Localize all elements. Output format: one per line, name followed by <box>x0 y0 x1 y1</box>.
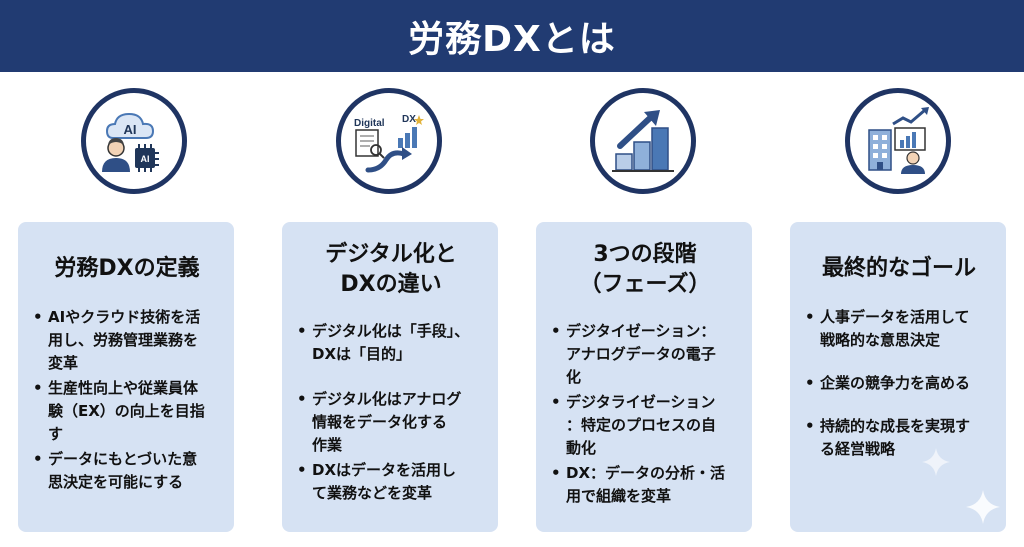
card-final-goal: 最終的なゴール 人事データを活用して 戦略的な意思決定 企業の競争力を高める 持… <box>790 222 1006 532</box>
list-item: デジタル化はアナログ 情報をデータ化する 作業 <box>296 388 486 457</box>
page-title: 労務DXとは <box>408 19 616 60</box>
card-list: AIやクラウド技術を活 用し、労務管理業務を 変革 生産性向上や従業員体 験（E… <box>32 306 222 494</box>
card-title: 最終的なゴール <box>821 256 976 281</box>
card-three-phases: 3つの段階 （フェーズ） デジタイゼーション： アナログデータの電子 化 デジタ… <box>536 222 752 532</box>
list-item: DX：データの分析・活 用で組織を変革 <box>550 462 740 508</box>
icon-circle-4 <box>845 88 951 194</box>
icon-dx-label: DX <box>402 114 416 125</box>
icon-circle-2: Digital DX <box>336 88 442 194</box>
icon-ai-chip-label: AI <box>141 154 150 164</box>
icon-circle-1: AI AI <box>81 88 187 194</box>
list-item: デジタライゼーション ：特定のプロセスの自 動化 <box>550 391 740 460</box>
list-item: 人事データを活用して 戦略的な意思決定 <box>804 306 994 352</box>
card-list: デジタイゼーション： アナログデータの電子 化 デジタライゼーション ：特定のプ… <box>550 320 740 508</box>
digital-to-dx-icon: Digital DX <box>354 114 424 173</box>
list-item: データにもとづいた意 思決定を可能にする <box>32 448 222 494</box>
list-item: デジタイゼーション： アナログデータの電子 化 <box>550 320 740 389</box>
sparkle-icon <box>966 490 1000 524</box>
list-item: デジタル化は「手段」、 DXは「目的」 <box>296 320 486 366</box>
card-title: 3つの段階 （フェーズ） <box>579 242 711 297</box>
card-digital-vs-dx: デジタル化と DXの違い デジタル化は「手段」、 DXは「目的」 デジタル化はア… <box>282 222 498 532</box>
title-banner: 労務DXとは <box>0 0 1024 72</box>
list-item: DXはデータを活用し て業務などを変革 <box>296 459 486 505</box>
card-definition: 労務DXの定義 AIやクラウド技術を活 用し、労務管理業務を 変革 生産性向上や… <box>18 222 234 532</box>
sparkle-icon <box>922 448 950 476</box>
card-list: デジタル化は「手段」、 DXは「目的」 デジタル化はアナログ 情報をデータ化する… <box>296 320 486 505</box>
growth-chart-icon <box>612 110 674 172</box>
list-item: AIやクラウド技術を活 用し、労務管理業務を 変革 <box>32 306 222 375</box>
card-title: 労務DXの定義 <box>54 256 200 281</box>
card-list: 人事データを活用して 戦略的な意思決定 企業の競争力を高める 持続的な成長を実現… <box>804 306 994 461</box>
icon-ai-cloud-label: AI <box>124 122 137 137</box>
ai-cloud-person-icon: AI AI <box>102 112 159 172</box>
business-growth-icon <box>868 107 929 174</box>
list-item: 生産性向上や従業員体 験（EX）の向上を目指 す <box>32 377 222 446</box>
icon-circle-3 <box>590 88 696 194</box>
icon-digital-label: Digital <box>354 118 385 129</box>
list-item: 企業の競争力を高める <box>804 372 994 395</box>
list-item: 持続的な成長を実現す る経営戦略 <box>804 415 994 461</box>
card-title: デジタル化と DXの違い <box>325 242 457 297</box>
